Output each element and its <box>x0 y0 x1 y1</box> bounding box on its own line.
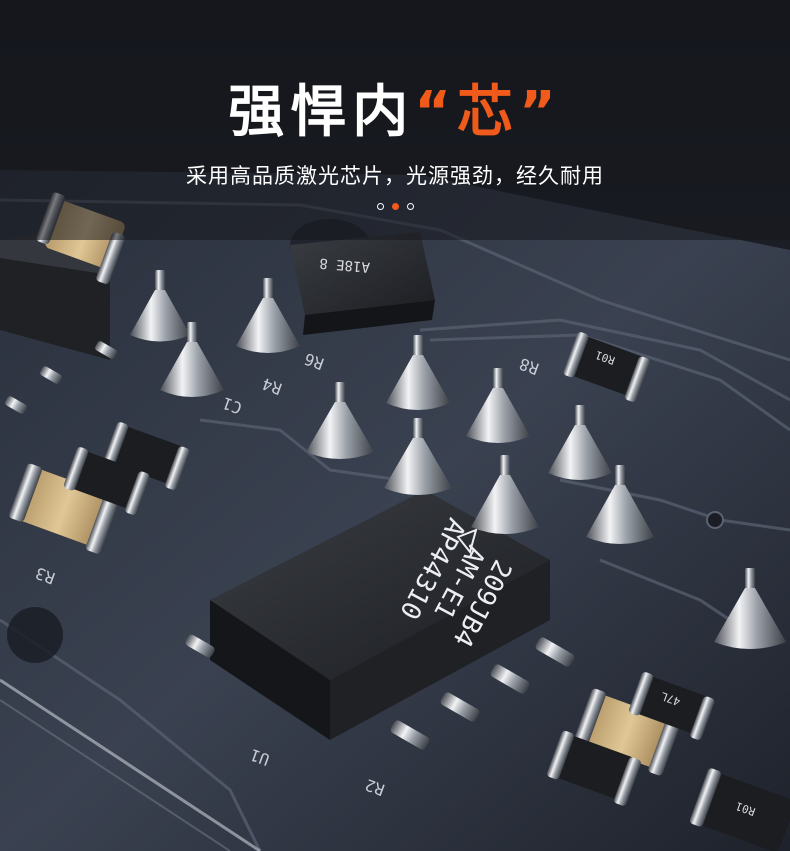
headline-main: 强悍内 <box>228 80 415 145</box>
resistor <box>689 768 790 851</box>
board-edge <box>0 678 261 851</box>
chip-logo <box>456 528 478 555</box>
via <box>706 511 724 529</box>
carousel-indicator <box>0 203 790 210</box>
resistor <box>63 447 150 515</box>
left-chip <box>0 230 110 360</box>
marking-r01: R01 <box>594 348 617 367</box>
headline-accent: “芯” <box>414 80 562 145</box>
marking-r01: R01 <box>734 799 757 818</box>
carousel-dot[interactable] <box>376 203 384 210</box>
main-chip: AP44310 AM-E1 209JB4 <box>210 490 550 740</box>
small-chip: A18E 8 <box>290 232 435 335</box>
carousel-dot[interactable] <box>406 203 414 210</box>
cone-pins <box>130 270 786 649</box>
headline: 强悍内“芯” <box>0 78 790 148</box>
main-chip-legs <box>185 634 575 750</box>
subtitle: 采用高品质激光芯片，光源强劲，经久耐用 <box>186 164 604 188</box>
resistor <box>547 730 641 806</box>
resistor <box>563 332 650 402</box>
carousel-dot-active[interactable] <box>391 203 399 210</box>
resistor <box>628 672 715 740</box>
mounting-hole <box>7 607 63 663</box>
small-chip-marking: A18E 8 <box>319 254 371 274</box>
chip-legs <box>5 341 117 414</box>
